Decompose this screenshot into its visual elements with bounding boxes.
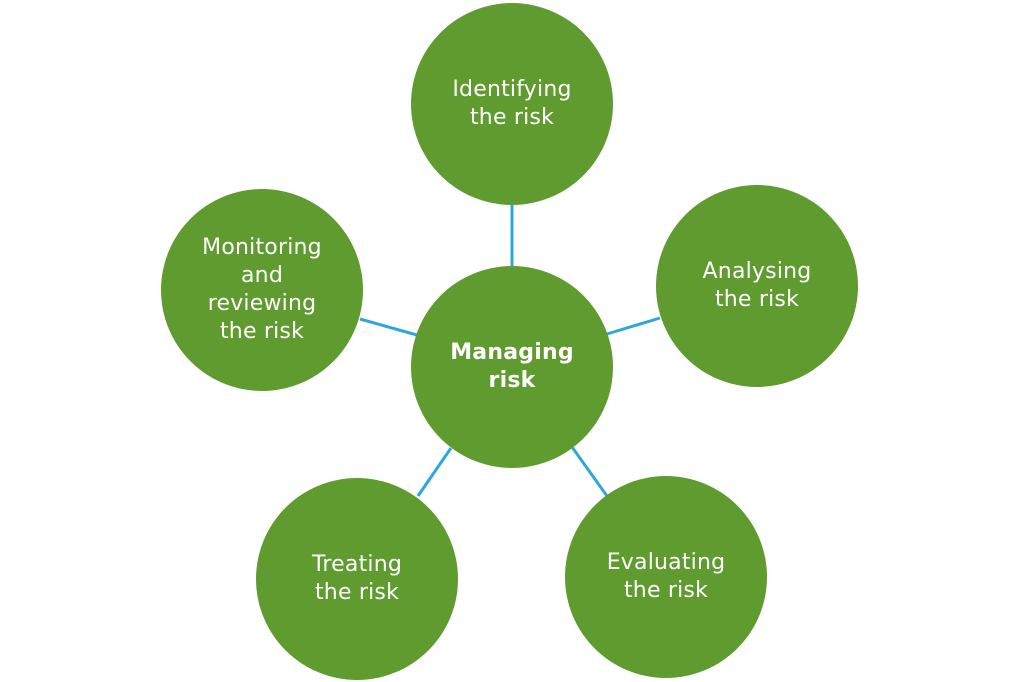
node-label-line: reviewing (207, 291, 317, 316)
node-label-line: and (241, 263, 283, 288)
node-evaluating-the-risk: Evaluating the risk (565, 476, 767, 678)
node-managing-risk-center: Managing risk (411, 266, 613, 468)
node-treating-the-risk: Treating the risk (256, 478, 458, 680)
node-label-line: Identifying (452, 77, 572, 102)
node-label-line: Treating (311, 552, 403, 577)
center-label-line: Managing (450, 340, 574, 365)
node-identifying-the-risk: Identifying the risk (411, 3, 613, 205)
node-label-line: Analysing (702, 259, 812, 284)
node-analysing-the-risk: Analysing the risk (656, 185, 858, 387)
node-label-line: Evaluating (606, 550, 726, 575)
node-label-line: the risk (314, 580, 400, 605)
node-label-line: the risk (469, 105, 555, 130)
connector-evaluating (570, 446, 609, 497)
center-label-line: risk (488, 368, 536, 393)
connector-monitoring (359, 317, 418, 337)
node-label-line: Monitoring (202, 235, 322, 260)
node-label-line: the risk (714, 287, 800, 312)
connector-analysing (606, 316, 661, 336)
node-label-line: the risk (623, 578, 709, 603)
node-monitoring-and-reviewing-the-risk: Monitoring and reviewing the risk (161, 189, 363, 391)
connector-treating (416, 447, 453, 497)
node-label-line: the risk (219, 319, 305, 344)
